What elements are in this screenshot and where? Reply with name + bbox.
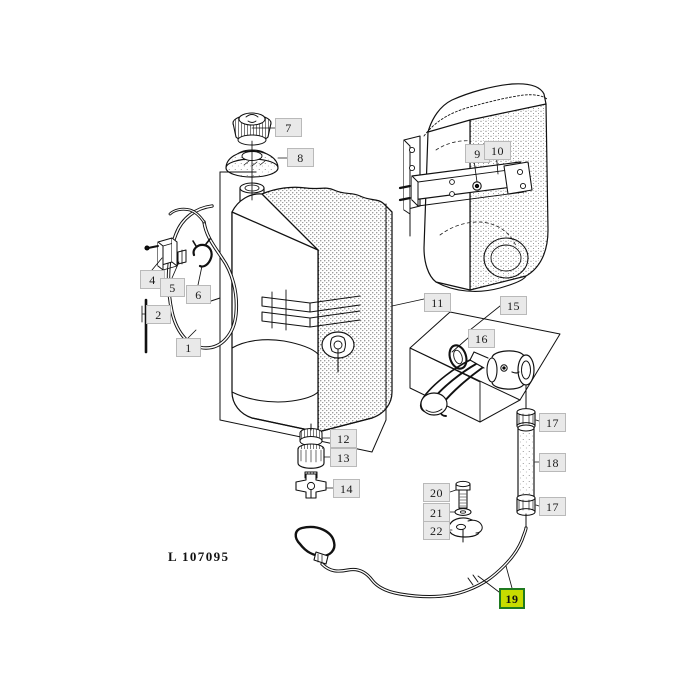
leader-lines xyxy=(141,127,540,593)
callout-22[interactable]: 22 xyxy=(423,521,450,540)
mounting-bracket-assembly xyxy=(398,135,533,237)
hose-and-clips xyxy=(144,204,239,354)
callout-21[interactable]: 21 xyxy=(423,503,450,522)
callout-8[interactable]: 8 xyxy=(287,148,314,167)
callout-11[interactable]: 11 xyxy=(424,293,451,312)
fuel-tank-cap xyxy=(232,112,272,146)
callout-12[interactable]: 12 xyxy=(330,429,357,448)
callout-7[interactable]: 7 xyxy=(275,118,302,137)
callout-6[interactable]: 6 xyxy=(186,285,211,304)
callout-17-upper[interactable]: 17 xyxy=(539,413,566,432)
callout-1[interactable]: 1 xyxy=(176,338,201,357)
callout-20[interactable]: 20 xyxy=(423,483,450,502)
callout-5[interactable]: 5 xyxy=(160,278,185,297)
callout-14[interactable]: 14 xyxy=(333,479,360,498)
callout-13[interactable]: 13 xyxy=(330,448,357,467)
callout-10[interactable]: 10 xyxy=(484,141,511,160)
bolt-washer-clamp xyxy=(448,480,483,543)
callout-17-lower[interactable]: 17 xyxy=(539,497,566,516)
callout-18[interactable]: 18 xyxy=(539,453,566,472)
callout-4[interactable]: 4 xyxy=(140,270,165,289)
part-number-label: L 107095 xyxy=(168,549,230,564)
callout-16[interactable]: 16 xyxy=(468,329,495,348)
callout-19-highlighted[interactable]: 19 xyxy=(499,588,525,609)
callout-15[interactable]: 15 xyxy=(500,296,527,315)
callout-2[interactable]: 2 xyxy=(146,305,171,324)
hose-section-assembly xyxy=(516,385,536,529)
fuel-line xyxy=(294,525,528,599)
fuel-tank xyxy=(231,182,393,433)
filter-drain-assembly xyxy=(295,423,327,499)
sender-unit-panel xyxy=(409,311,561,423)
